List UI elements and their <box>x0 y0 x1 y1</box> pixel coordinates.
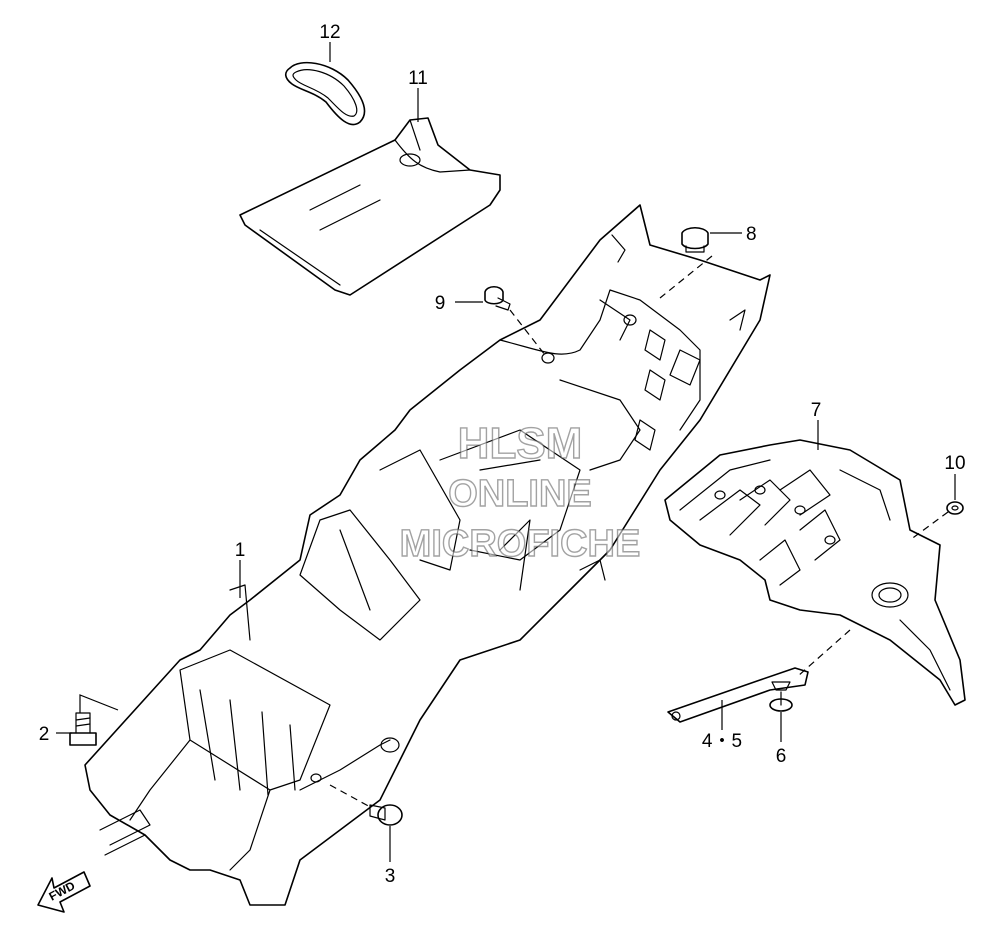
part-12-rubber-band[interactable] <box>284 61 366 126</box>
callout-12: 12 <box>319 22 340 43</box>
callout-11: 11 <box>408 68 428 89</box>
leader-lines <box>56 42 956 862</box>
part-9-bolt[interactable] <box>484 285 511 311</box>
callout-8: 8 <box>746 224 757 245</box>
watermark: HLSM ONLINE MICROFICHE <box>399 418 641 565</box>
callout-1: 1 <box>235 540 246 561</box>
callout-6: 6 <box>776 746 787 767</box>
watermark-line-3: MICROFICHE <box>400 523 641 565</box>
part-3-bolt[interactable] <box>369 804 403 826</box>
callout-4-5: 4・5 <box>702 731 742 752</box>
assembly-dashed-lines <box>329 255 949 809</box>
part-6-screw[interactable] <box>769 681 793 712</box>
part-4-5-stay[interactable] <box>667 667 809 723</box>
part-1-rear-fender[interactable] <box>84 204 771 906</box>
callout-10: 10 <box>944 453 965 474</box>
callout-labels: 12 11 8 9 7 10 1 2 4・5 6 3 <box>39 22 966 887</box>
callout-9: 9 <box>435 293 446 314</box>
watermark-line-2: ONLINE <box>448 473 592 515</box>
callout-7: 7 <box>811 400 822 421</box>
part-2-bolt[interactable] <box>69 712 97 746</box>
part-7-license-bracket[interactable] <box>664 439 966 706</box>
part-10-washer[interactable] <box>946 501 964 515</box>
watermark-line-1: HLSM <box>458 419 583 468</box>
forward-direction-arrow: FWD <box>37 871 91 913</box>
callout-2: 2 <box>39 724 50 745</box>
part-8-grommet[interactable] <box>681 226 709 253</box>
callout-3: 3 <box>385 866 396 887</box>
part-11-tool-bag[interactable] <box>239 117 501 296</box>
